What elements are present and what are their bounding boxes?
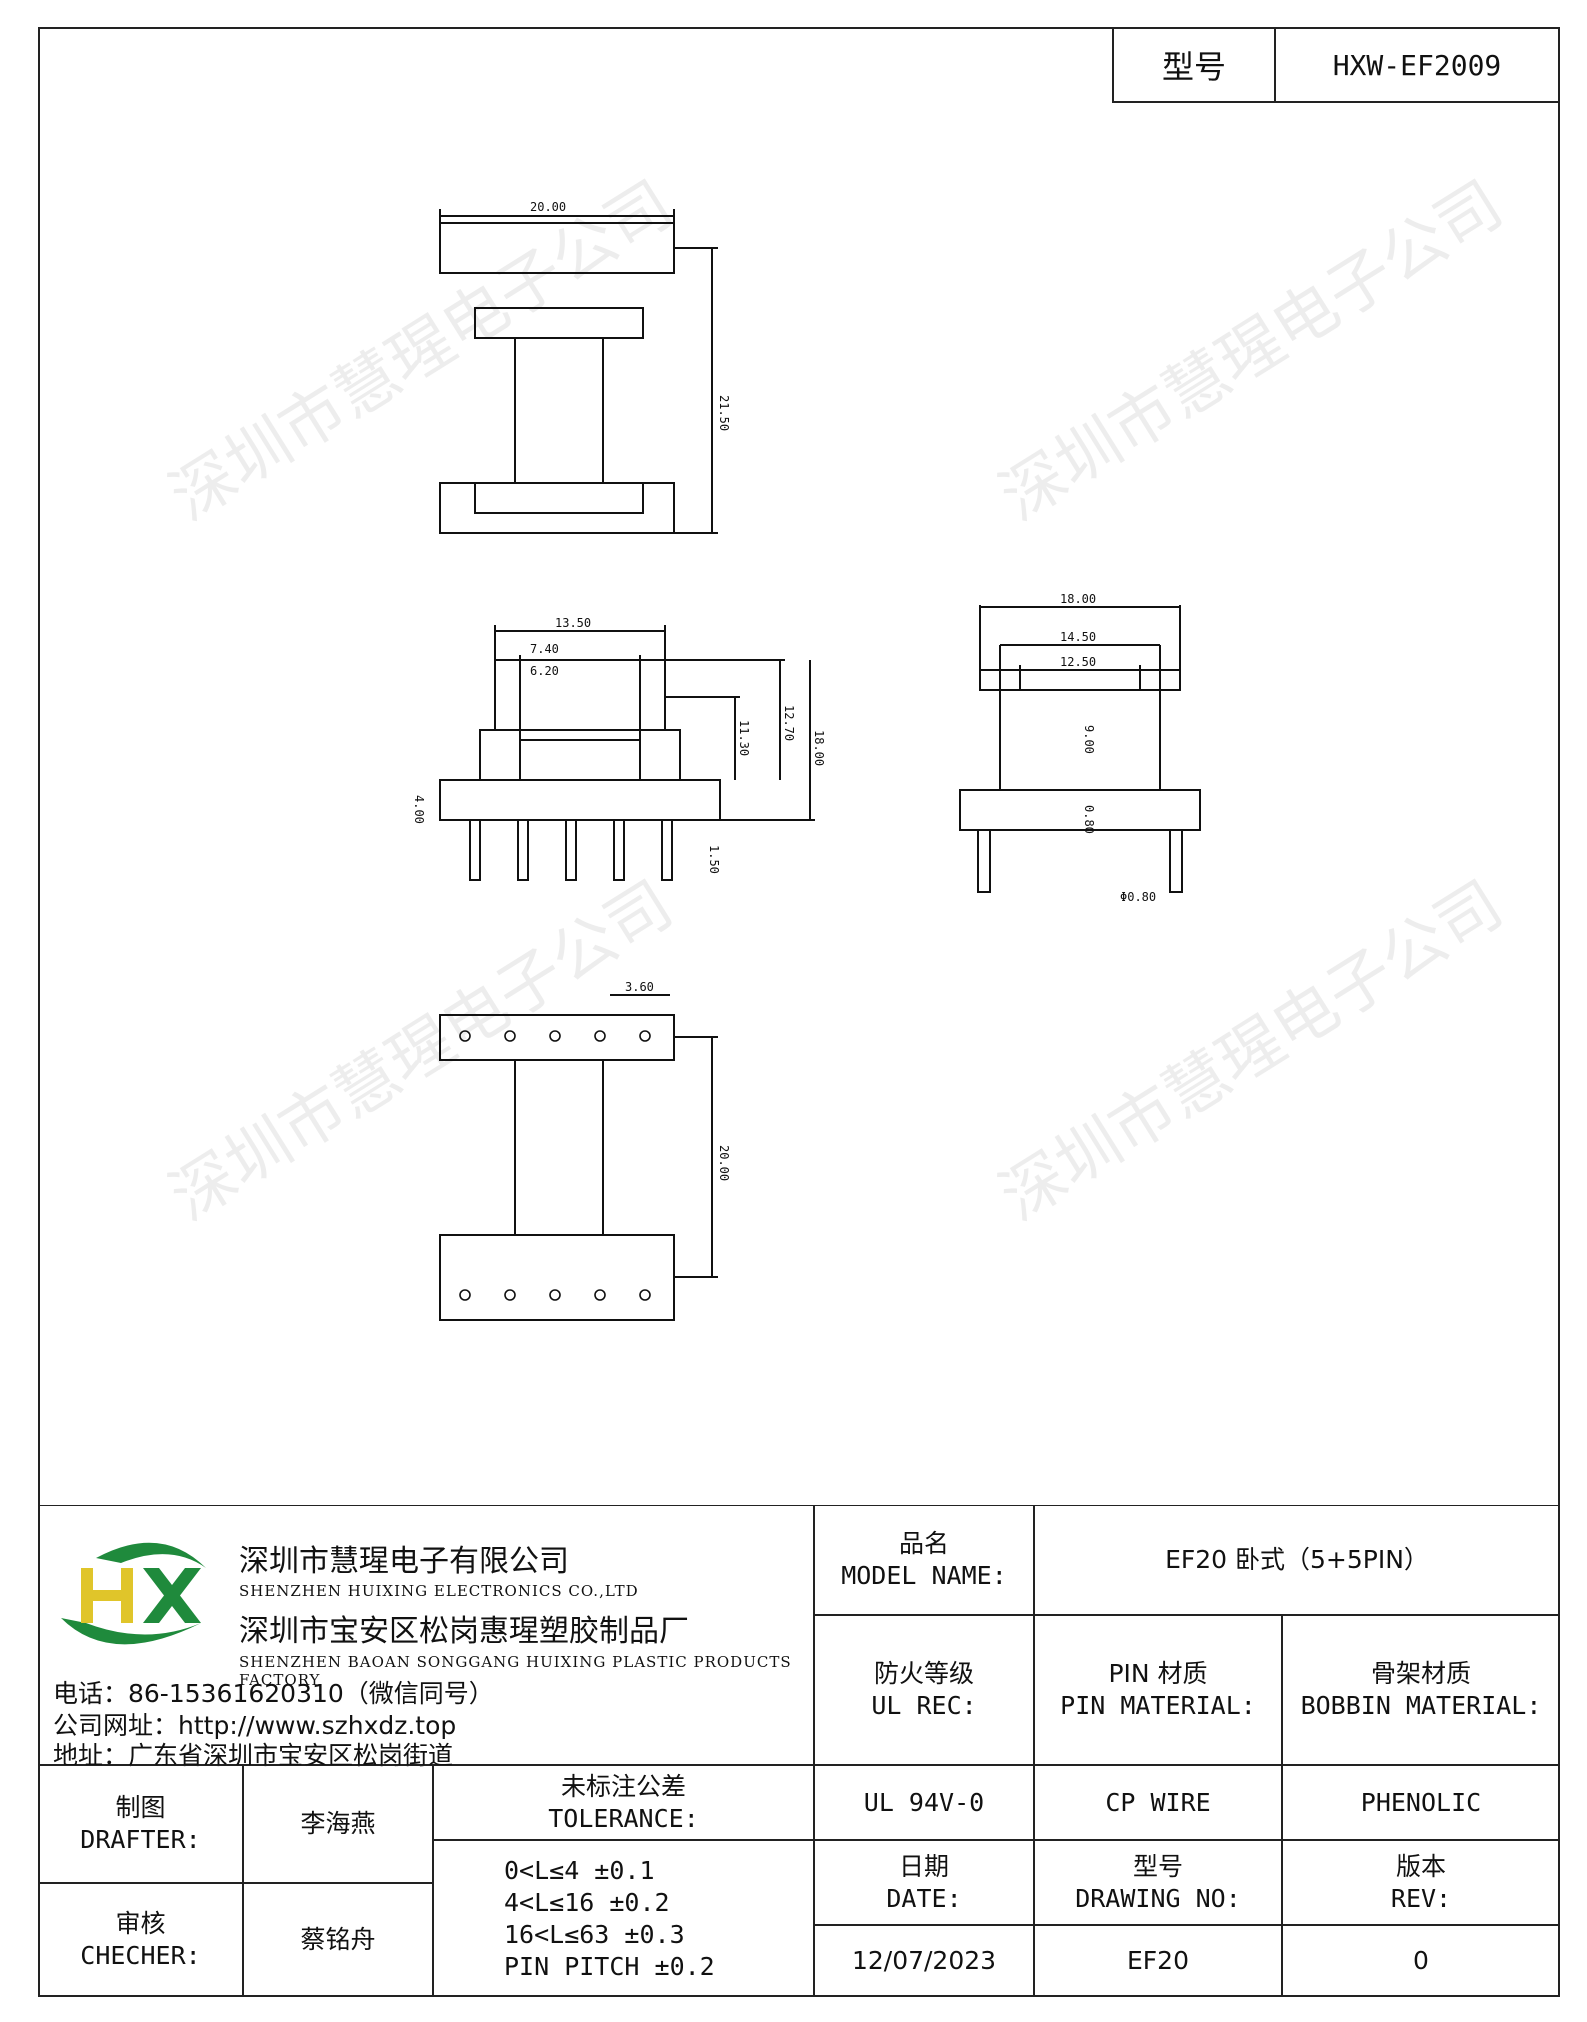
top-view-core: [514, 337, 604, 484]
drawing-no-label: 型号 DRAWING NO:: [1034, 1840, 1282, 1925]
top-view-slot-bottom: [474, 482, 644, 514]
pin: [1169, 829, 1183, 893]
dim-j: 1.50: [707, 845, 721, 874]
pin-material-value: CP WIRE: [1034, 1765, 1282, 1840]
dim-h: 12.70: [782, 705, 796, 741]
dim-e: 6.20: [530, 664, 559, 678]
company-logo-icon: [61, 1542, 206, 1645]
tolerance-label: 未标注公差 TOLERANCE:: [433, 1765, 814, 1840]
dim-l: 14.50: [1060, 630, 1096, 644]
dim-b: 21.50: [717, 395, 731, 431]
company-phone: 电话：86-15361620310（微信同号）: [53, 1679, 494, 1708]
bobbin-material-value: PHENOLIC: [1282, 1765, 1560, 1840]
pin: [565, 819, 577, 881]
pin: [517, 819, 529, 881]
dim-i: 18.00: [812, 730, 826, 766]
company-website: 公司网址：http://www.szhxdz.top: [53, 1711, 457, 1740]
date-value: 12/07/2023: [814, 1925, 1034, 1997]
bottom-view-top: [439, 1014, 675, 1061]
dim-n: Φ0.80: [1120, 890, 1156, 904]
drawing-no-value: EF20: [1034, 1925, 1282, 1997]
top-view-slot-top: [474, 307, 644, 339]
dim-o: 3.60: [625, 980, 654, 994]
rev-label: 版本 REV:: [1282, 1840, 1560, 1925]
dim-inner2: 0.80: [1082, 805, 1096, 834]
model-name-label: 品名 MODEL NAME:: [814, 1505, 1034, 1615]
ul-label: 防火等级 UL REC:: [814, 1615, 1034, 1765]
ul-value: UL 94V-0: [814, 1765, 1034, 1840]
dim-inner1: 9.00: [1082, 725, 1096, 754]
factory-name-cn: 深圳市宝安区松岗惠瑆塑胶制品厂: [239, 1614, 689, 1649]
company-block: 深圳市慧瑆电子有限公司 SHENZHEN HUIXING ELECTRONICS…: [38, 1505, 814, 1770]
tolerance-line: 16<L≤63 ±0.3: [504, 1919, 685, 1949]
dim-c: 13.50: [555, 616, 591, 630]
front-view-base: [439, 779, 721, 821]
dim-p: 20.00: [717, 1145, 731, 1181]
front-view-upper: [494, 659, 666, 731]
pin: [613, 819, 625, 881]
pin: [977, 829, 991, 893]
dim-g: 11.30: [737, 720, 751, 756]
pin: [469, 819, 481, 881]
pin-material-label: PIN 材质 PIN MATERIAL:: [1034, 1615, 1282, 1765]
rev-value: 0: [1282, 1925, 1560, 1997]
checker-value: 蔡铭舟: [243, 1883, 433, 1997]
tolerance-line: 0<L≤4 ±0.1: [504, 1855, 655, 1885]
checker-label: 审核 CHECHER:: [38, 1883, 243, 1997]
technical-drawing: 20.00 21.50 13.50 7.40 6.20 11.30 12.70 …: [240, 145, 1380, 1345]
tolerance-table: 0<L≤4 ±0.1 4<L≤16 ±0.2 16<L≤63 ±0.3 PIN …: [433, 1840, 814, 1997]
company-name-en: SHENZHEN HUIXING ELECTRONICS CO.,LTD: [239, 1582, 639, 1600]
tolerance-line: 4<L≤16 ±0.2: [504, 1887, 670, 1917]
drawing-svg: 20.00 21.50 13.50 7.40 6.20 11.30 12.70 …: [412, 200, 1201, 1321]
model-value: HXW-EF2009: [1332, 48, 1502, 82]
side-view-base: [959, 789, 1201, 831]
side-view-top: [979, 669, 1181, 691]
bottom-view-bottom: [439, 1234, 675, 1321]
bobbin-material-label: 骨架材质 BOBBIN MATERIAL:: [1282, 1615, 1560, 1765]
date-label: 日期 DATE:: [814, 1840, 1034, 1925]
dim-a: 20.00: [530, 200, 566, 214]
dim-d: 7.40: [530, 642, 559, 656]
dim-f: 4.00: [412, 795, 426, 824]
tolerance-line: PIN PITCH ±0.2: [504, 1951, 715, 1981]
company-name-cn: 深圳市慧瑆电子有限公司: [239, 1544, 569, 1579]
front-view-flange: [479, 729, 681, 781]
model-number-box: 型号 HXW-EF2009: [1112, 27, 1560, 103]
title-block: 深圳市慧瑆电子有限公司 SHENZHEN HUIXING ELECTRONICS…: [38, 1505, 1560, 1997]
top-view-flange-top: [439, 222, 675, 274]
factory-name-en: SHENZHEN BAOAN SONGGANG HUIXING PLASTIC …: [239, 1653, 792, 1689]
drafter-value: 李海燕: [243, 1765, 433, 1883]
dim-m: 12.50: [1060, 655, 1096, 669]
drafter-label: 制图 DRAFTER:: [38, 1765, 243, 1883]
model-label: 型号: [1114, 29, 1276, 101]
model-name-value: EF20 卧式（5+5PIN）: [1034, 1505, 1560, 1615]
dim-k: 18.00: [1060, 592, 1096, 606]
pin: [661, 819, 673, 881]
